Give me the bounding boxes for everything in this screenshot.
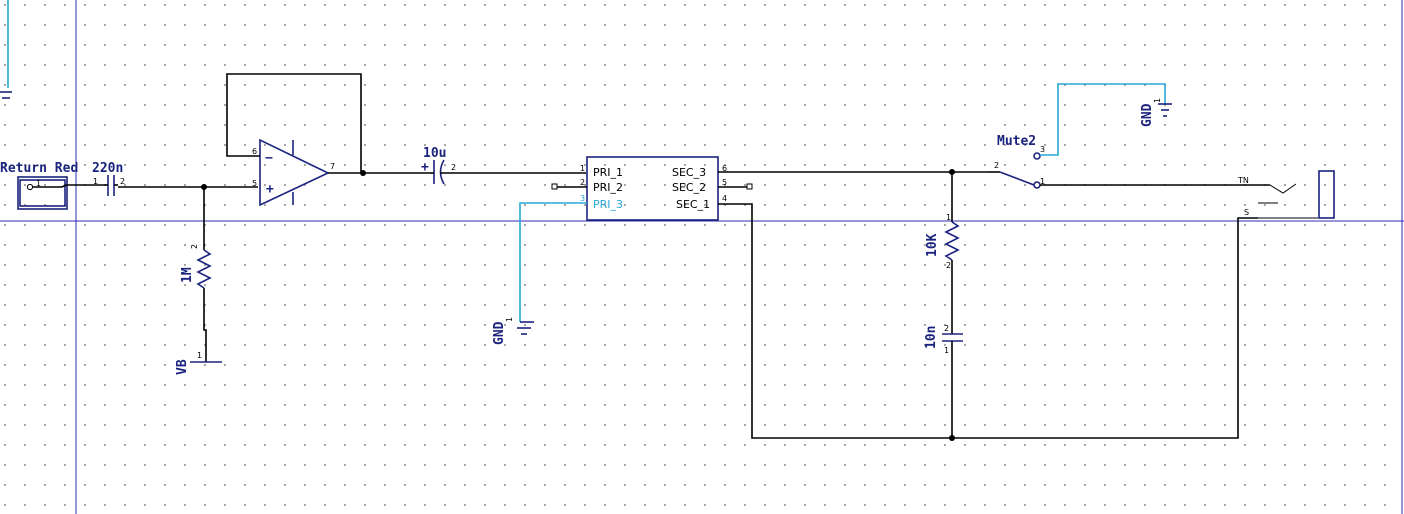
tx-pin-4-num: 4: [722, 194, 727, 203]
jack-s-label: S: [1244, 208, 1249, 217]
junction-dot: [360, 170, 366, 176]
wire-resistor-to-vb[interactable]: [203, 288, 207, 362]
resistor-10k-pin-1: 1: [946, 213, 951, 222]
resistor-10k-pin-2: 2: [946, 261, 951, 270]
mute2-switch[interactable]: 2 1 3 Mute2: [988, 134, 1045, 189]
tx-pin-6-num: 6: [722, 164, 727, 173]
jack-tn-label: TN: [1237, 176, 1249, 185]
tx-pin-5-num: 5: [722, 178, 727, 187]
switch-pin-3: 3: [1040, 145, 1045, 154]
wire-pri3-to-gnd[interactable]: [519, 202, 587, 322]
cap-10u-plus: +: [421, 160, 429, 175]
cap-10n-value: 10n: [924, 326, 939, 349]
cap-10u-value: 10u: [423, 146, 446, 161]
cap-220n-pin-1: 1: [93, 177, 98, 186]
opamp-minus-sign: −: [265, 151, 273, 166]
connector-pin-1: 1: [36, 179, 41, 188]
capacitor-10u[interactable]: + 2 10u: [421, 146, 586, 185]
cap-10u-pin-2: 2: [451, 163, 456, 172]
opamp-pin-6: 6: [252, 147, 257, 156]
gnd-sw-label: GND: [1140, 103, 1155, 127]
gnd-tx-label: GND: [492, 321, 507, 345]
tx-pin-3-num: 3: [580, 194, 585, 203]
resistor-1m-value: 1M: [180, 267, 195, 283]
tx-pin-2-num: 2: [580, 178, 585, 187]
gnd-sw-pin-1: 1: [1153, 98, 1162, 103]
opamp-pin-7: 7: [330, 162, 335, 171]
gnd-symbol-switch[interactable]: 1 GND: [1140, 98, 1172, 127]
output-jack[interactable]: TN S: [1237, 170, 1335, 219]
vb-pin-1: 1: [197, 351, 202, 360]
cap-10n-pin-1: 1: [944, 346, 949, 355]
opamp-plus-sign: +: [266, 182, 274, 197]
capacitor-220n[interactable]: 1 2 220n: [92, 161, 125, 196]
wire-switch-to-gnd[interactable]: [1040, 83, 1166, 156]
resistor-10k-value: 10K: [925, 233, 940, 257]
gnd-tx-pin-1: 1: [505, 317, 514, 322]
capacitor-10n[interactable]: 2 1 10n: [924, 324, 963, 355]
cap-220n-pin-2: 2: [120, 177, 125, 186]
tx-pin-sec1: SEC_1: [676, 198, 710, 211]
tx-pin-sec2: SEC_2: [672, 181, 706, 194]
gnd-symbol-transformer[interactable]: 1 GND: [492, 317, 534, 345]
opamp-buffer[interactable]: − + 6 5 7: [252, 138, 335, 207]
opamp-pin-5: 5: [252, 179, 257, 188]
return-red-connector[interactable]: 1 Return Red: [0, 161, 78, 210]
resistor-1m[interactable]: 2 1M: [180, 244, 212, 289]
connector-ref-label: Return Red: [0, 161, 78, 176]
switch-pin-2: 2: [994, 161, 999, 170]
resistor-1m-pin-2: 2: [190, 244, 199, 249]
vb-net-name: VB: [175, 359, 190, 375]
cap-10n-pin-2: 2: [944, 324, 949, 333]
vb-net-label[interactable]: 1 VB: [175, 351, 222, 375]
tx-pin-1-num: 1: [580, 164, 585, 173]
tx-pin-pri2: PRI_2: [593, 181, 623, 194]
wire-sec1-return[interactable]: [718, 203, 1258, 439]
wire-feedback-loop[interactable]: [226, 73, 362, 172]
tx-pin-pri1: PRI_1: [593, 166, 623, 179]
tx-pin-pri3: PRI_3: [593, 198, 623, 211]
offscreen-component-fragment[interactable]: [0, 0, 12, 99]
tx-pin-sec3: SEC_3: [672, 166, 706, 179]
switch-ref-label: Mute2: [997, 134, 1036, 149]
cap-220n-value: 220n: [92, 161, 123, 176]
switch-pin-1: 1: [1040, 177, 1045, 186]
resistor-10k[interactable]: 1 2 10K: [925, 213, 960, 270]
transformer-block[interactable]: 1 PRI_1 2 PRI_2 3 PRI_3 SEC_3 6 SEC_2 5 …: [551, 156, 753, 221]
